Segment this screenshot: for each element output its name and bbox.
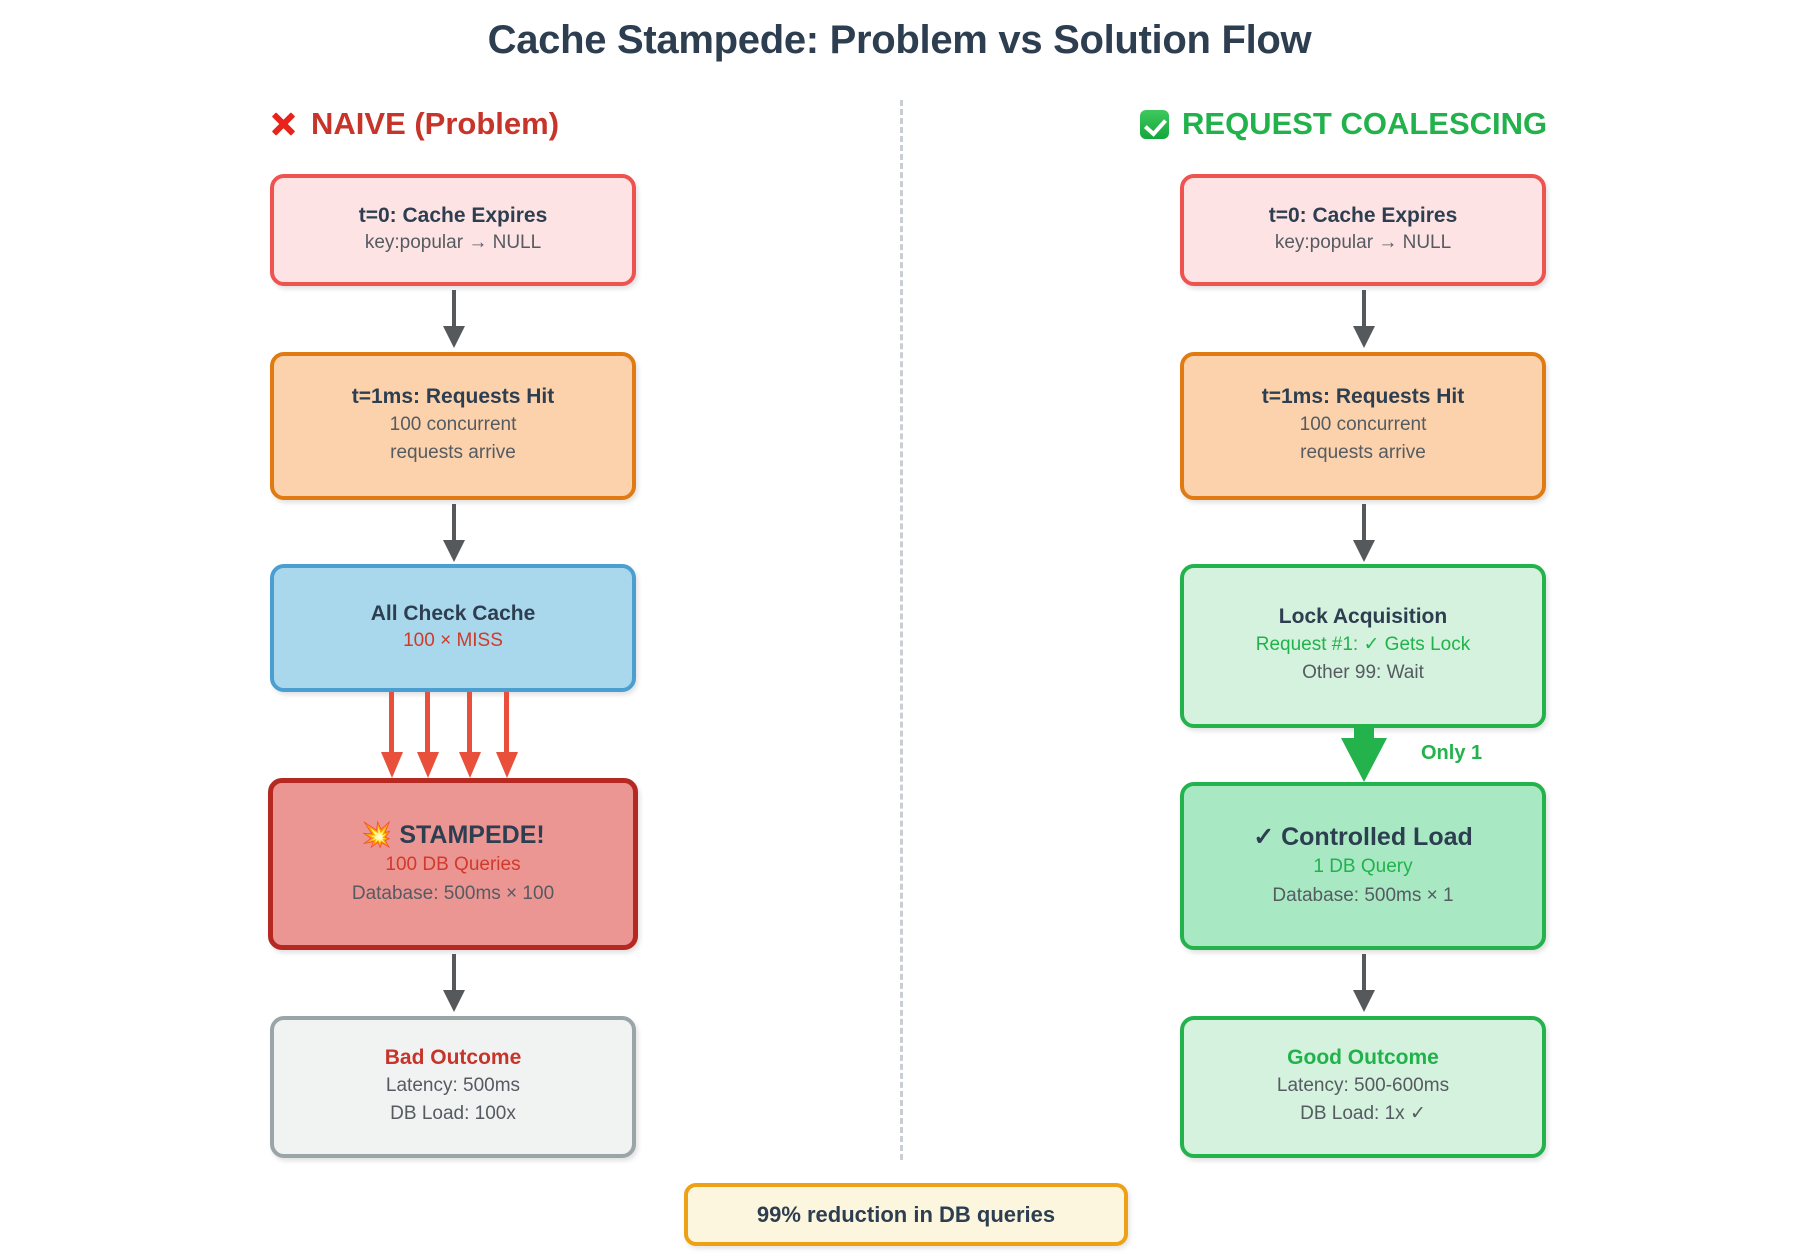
column-header-naive-label: NAIVE (Problem) [311, 106, 560, 141]
summary-badge: 99% reduction in DB queries [684, 1183, 1128, 1246]
node-title: ✓ Controlled Load [1253, 822, 1473, 851]
node-left-requests-hit: t=1ms: Requests Hit 100 concurrent reque… [270, 352, 636, 500]
cross-mark-icon [268, 109, 298, 139]
node-subtitle-1: key:popular → NULL [364, 231, 542, 253]
node-title: t=1ms: Requests Hit [1261, 385, 1465, 409]
arrow-right-2 [1353, 504, 1375, 562]
node-subtitle-1: 100 DB Queries [385, 854, 521, 876]
node-left-all-check-cache: All Check Cache 100 × MISS [270, 564, 636, 692]
summary-badge-label: 99% reduction in DB queries [756, 1201, 1056, 1227]
node-title: t=1ms: Requests Hit [351, 385, 555, 409]
node-title: All Check Cache [370, 601, 536, 625]
node-subtitle-2: DB Load: 1x ✓ [1300, 1103, 1426, 1125]
stampede-arrow-4 [496, 692, 518, 778]
white-check-mark-icon [1140, 109, 1169, 139]
stampede-arrow-1 [381, 692, 403, 778]
node-subtitle-1: 1 DB Query [1313, 856, 1413, 878]
node-subtitle-2: requests arrive [1300, 442, 1426, 464]
node-subtitle-2: DB Load: 100x [390, 1103, 516, 1125]
node-left-bad-outcome: Bad Outcome Latency: 500ms DB Load: 100x [270, 1016, 636, 1158]
stampede-arrow-3 [459, 692, 481, 778]
node-right-lock-acquisition: Lock Acquisition Request #1: ✓ Gets Lock… [1180, 564, 1546, 728]
node-title: Bad Outcome [384, 1046, 522, 1070]
node-right-controlled-load: ✓ Controlled Load 1 DB Query Database: 5… [1180, 782, 1546, 950]
node-subtitle-2: Database: 500ms × 1 [1272, 884, 1454, 906]
node-subtitle-1: Latency: 500ms [385, 1074, 521, 1096]
node-subtitle-1: Latency: 500-600ms [1276, 1074, 1450, 1096]
column-divider [900, 100, 903, 1160]
node-title: Good Outcome [1287, 1046, 1439, 1070]
node-left-stampede: 💥 STAMPEDE! 100 DB Queries Database: 500… [268, 778, 638, 950]
column-header-naive: NAIVE (Problem) [268, 106, 559, 142]
node-subtitle-1: key:popular → NULL [1274, 231, 1452, 253]
column-header-coalescing: REQUEST COALESCING [1140, 106, 1547, 142]
node-subtitle-1: 100 concurrent [1299, 413, 1427, 435]
node-right-good-outcome: Good Outcome Latency: 500-600ms DB Load:… [1180, 1016, 1546, 1158]
arrow-right-3 [1353, 954, 1375, 1012]
node-title: 💥 STAMPEDE! [361, 820, 545, 849]
node-right-cache-expires: t=0: Cache Expires key:popular → NULL [1180, 174, 1546, 286]
edge-label-only-one: Only 1 [1421, 742, 1483, 764]
arrow-right-only-one [1341, 726, 1387, 782]
node-title: t=0: Cache Expires [358, 203, 548, 227]
node-subtitle-2: requests arrive [390, 442, 516, 464]
column-header-coalescing-label: REQUEST COALESCING [1182, 106, 1548, 141]
arrow-right-1 [1353, 290, 1375, 348]
stampede-arrow-2 [417, 692, 439, 778]
arrow-left-2 [443, 504, 465, 562]
page-title: Cache Stampede: Problem vs Solution Flow [487, 18, 1312, 62]
node-title: t=0: Cache Expires [1268, 203, 1458, 227]
node-subtitle-2: Database: 500ms × 100 [351, 882, 555, 904]
node-title: Lock Acquisition [1278, 605, 1448, 629]
node-right-requests-hit: t=1ms: Requests Hit 100 concurrent reque… [1180, 352, 1546, 500]
arrow-left-3 [443, 954, 465, 1012]
node-subtitle-1: Request #1: ✓ Gets Lock [1255, 633, 1471, 655]
node-left-cache-expires: t=0: Cache Expires key:popular → NULL [270, 174, 636, 286]
node-subtitle-2: Other 99: Wait [1302, 662, 1424, 684]
arrow-left-1 [443, 290, 465, 348]
node-subtitle-1: 100 × MISS [403, 629, 503, 651]
node-subtitle-1: 100 concurrent [389, 413, 517, 435]
